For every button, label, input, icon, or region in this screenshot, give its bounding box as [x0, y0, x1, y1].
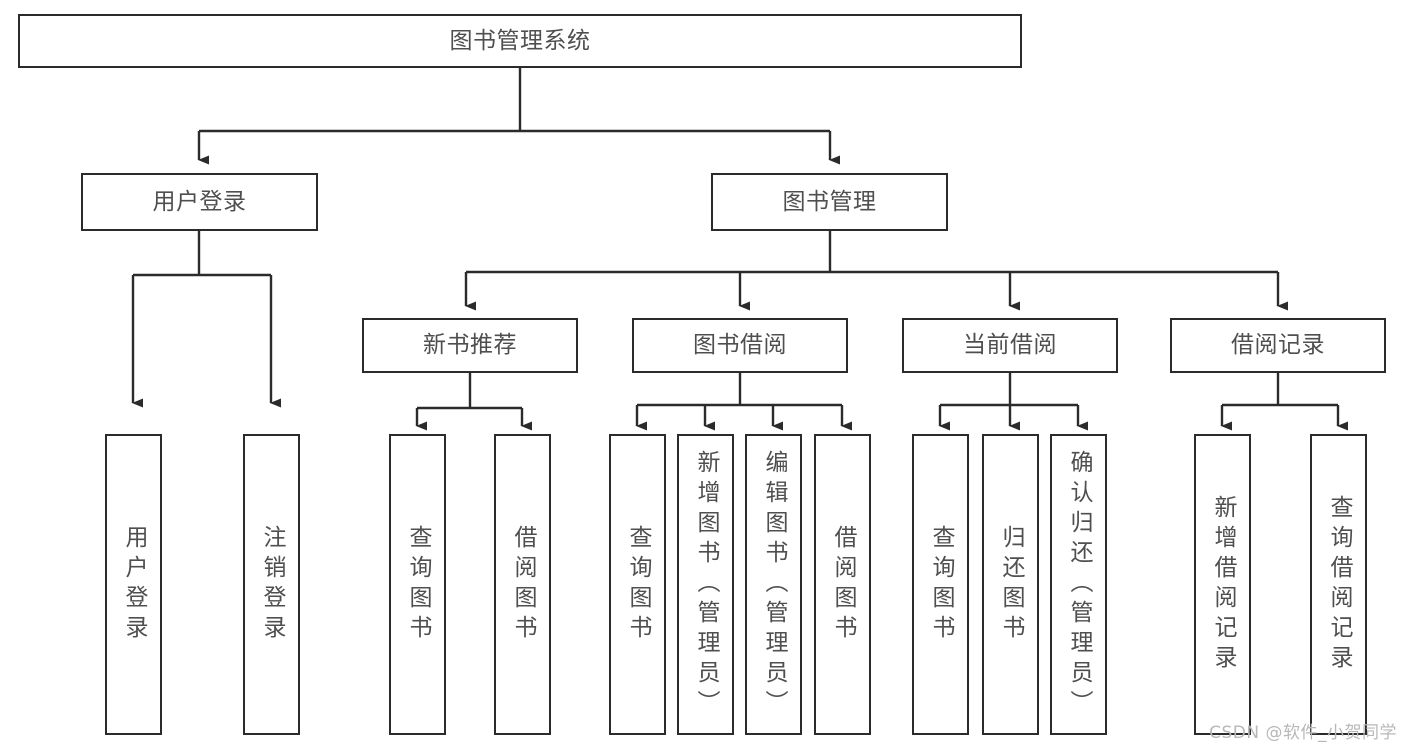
node-label: 图书借阅: [693, 332, 787, 359]
node-label: 图书管理: [782, 188, 877, 215]
node-label: 查询借阅记录: [1326, 494, 1352, 675]
node-label: 借阅记录: [1231, 332, 1325, 359]
node-label: 图书管理系统: [449, 27, 591, 54]
node-user-login[interactable]: 用户登录: [81, 173, 318, 231]
node-book-borrow[interactable]: 图书借阅: [632, 318, 848, 373]
node-new-book-recommend[interactable]: 新书推荐: [362, 318, 578, 373]
node-label: 确认归还（管理员）: [1066, 449, 1092, 720]
leaf-add-borrow-record[interactable]: 新增借阅记录: [1194, 434, 1251, 735]
node-book-management[interactable]: 图书管理: [711, 173, 948, 231]
node-label: 查询图书: [625, 524, 651, 645]
node-label: 编辑图书（管理员）: [761, 449, 787, 720]
leaf-borrow-book[interactable]: 借阅图书: [814, 434, 871, 735]
node-label: 注销登录: [259, 524, 285, 645]
node-label: 新书推荐: [423, 332, 517, 359]
node-root-system[interactable]: 图书管理系统: [18, 14, 1022, 68]
node-label: 借阅图书: [830, 524, 856, 645]
node-label: 查询图书: [928, 524, 954, 645]
node-label: 新增借阅记录: [1210, 494, 1236, 675]
leaf-borrow-book-recommend[interactable]: 借阅图书: [494, 434, 551, 735]
node-label: 查询图书: [405, 524, 431, 645]
leaf-query-borrow-record[interactable]: 查询借阅记录: [1310, 434, 1367, 735]
node-label: 借阅图书: [510, 524, 536, 645]
node-label: 用户登录: [121, 524, 147, 645]
node-label: 归还图书: [998, 524, 1024, 645]
leaf-add-book-admin[interactable]: 新增图书（管理员）: [677, 434, 734, 735]
leaf-edit-book-admin[interactable]: 编辑图书（管理员）: [745, 434, 802, 735]
leaf-query-book-borrow[interactable]: 查询图书: [609, 434, 666, 735]
watermark-text: CSDN @软件_小贺同学: [1209, 723, 1397, 743]
leaf-query-book-recommend[interactable]: 查询图书: [389, 434, 446, 735]
node-current-borrow[interactable]: 当前借阅: [902, 318, 1118, 373]
leaf-return-book[interactable]: 归还图书: [982, 434, 1039, 735]
leaf-user-login[interactable]: 用户登录: [105, 434, 162, 735]
leaf-logout[interactable]: 注销登录: [243, 434, 300, 735]
node-label: 当前借阅: [963, 332, 1057, 359]
node-label: 新增图书（管理员）: [693, 449, 719, 720]
node-borrow-record[interactable]: 借阅记录: [1170, 318, 1386, 373]
node-label: 用户登录: [152, 188, 247, 215]
leaf-confirm-return-admin[interactable]: 确认归还（管理员）: [1050, 434, 1107, 735]
leaf-query-book-current[interactable]: 查询图书: [912, 434, 969, 735]
